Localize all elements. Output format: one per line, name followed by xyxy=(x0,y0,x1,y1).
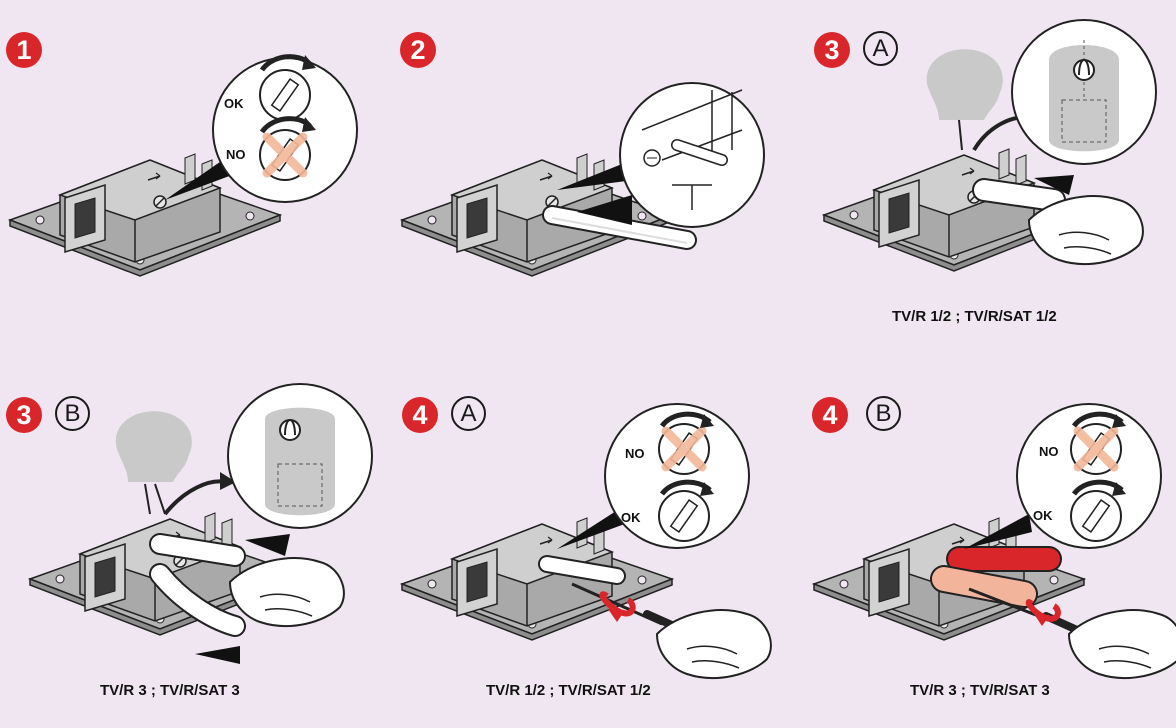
step-3b-panel: 3 B TV/R 3 ; TV/R/SAT 3 xyxy=(0,364,392,728)
step-1-panel: 1 OK NO xyxy=(0,0,392,364)
step-1-illustration xyxy=(9,54,358,277)
variant-badge: A xyxy=(451,396,486,431)
no-dial-icon xyxy=(1070,423,1122,475)
step-number-badge: 4 xyxy=(812,397,848,433)
head-icon xyxy=(115,411,192,482)
step-number-badge: 3 xyxy=(814,32,850,68)
ok-label: OK xyxy=(224,96,244,111)
step-4a-illustration xyxy=(401,403,772,680)
ok-dial-icon xyxy=(1070,490,1122,542)
step-2-illustration xyxy=(401,82,765,277)
step-number-badge: 1 xyxy=(6,32,42,68)
head-icon xyxy=(926,49,1003,120)
variant-badge: B xyxy=(55,396,90,431)
step-caption: TV/R 1/2 ; TV/R/SAT 1/2 xyxy=(486,682,651,699)
variant-badge: A xyxy=(863,31,898,66)
step-caption: TV/R 3 ; TV/R/SAT 3 xyxy=(100,682,240,699)
no-dial-icon xyxy=(658,423,710,475)
step-number-badge: 3 xyxy=(6,397,42,433)
step-number-badge: 2 xyxy=(400,32,436,68)
no-label: NO xyxy=(625,446,645,461)
step-number-badge: 4 xyxy=(402,397,438,433)
step-4b-panel: 4 B NO OK TV/R 3 ; TV/R/SAT 3 xyxy=(784,364,1176,728)
ok-label: OK xyxy=(1033,508,1053,523)
step-4b-illustration xyxy=(813,403,1176,680)
no-label: NO xyxy=(1039,444,1059,459)
step-3a-panel: 3 A TV/R 1/2 ; TV/R/SAT 1/2 xyxy=(784,0,1176,364)
hand-icon xyxy=(1068,609,1176,680)
no-dial-icon xyxy=(259,129,311,181)
step-4a-panel: 4 A NO OK TV/R 1/2 ; TV/R/SAT 1/2 xyxy=(392,364,784,728)
ok-label: OK xyxy=(621,510,641,525)
step-caption: TV/R 3 ; TV/R/SAT 3 xyxy=(910,682,1050,699)
variant-badge: B xyxy=(866,396,901,431)
ok-dial-icon xyxy=(259,69,311,121)
step-3a-illustration xyxy=(823,19,1157,272)
step-caption: TV/R 1/2 ; TV/R/SAT 1/2 xyxy=(892,308,1057,325)
step-3b-illustration xyxy=(29,383,373,664)
ok-dial-icon xyxy=(658,490,710,542)
no-label: NO xyxy=(226,147,246,162)
step-2-panel: 2 xyxy=(392,0,784,364)
hand-icon xyxy=(656,609,772,680)
